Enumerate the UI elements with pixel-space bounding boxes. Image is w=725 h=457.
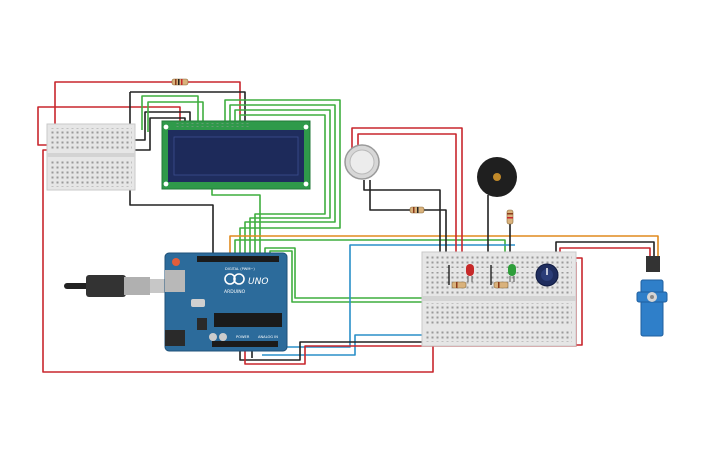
arduino-uno-board[interactable]: ARDUINO UNO DIGITAL (PWM~) POWER ANALOG … [164, 252, 288, 352]
wire-green-lcd-5 [234, 109, 331, 255]
wire-black-mini-2 [130, 111, 191, 141]
arduino-power-label: POWER [236, 335, 250, 339]
resistor-led-red[interactable] [451, 281, 467, 289]
wire-green-lcd-3 [224, 99, 341, 255]
wire-red-mini [37, 106, 181, 146]
arduino-analog-label: ANALOG IN [258, 335, 278, 339]
led-green[interactable] [508, 264, 516, 282]
wire-green-lcd-4 [229, 104, 336, 255]
wire-green-lcd-6 [239, 114, 326, 255]
arduino-digital-label: DIGITAL (PWM~) [225, 267, 255, 271]
wire-black-sensor-2 [369, 180, 410, 211]
wire-green-lcd-2 [147, 101, 204, 132]
breadboard-jumpers [448, 265, 492, 285]
arduino-brand-label: ARDUINO [224, 289, 246, 295]
wire-black-sensor-3 [424, 209, 447, 265]
wires [37, 81, 659, 373]
potentiometer-icon[interactable] [535, 263, 559, 287]
wire-red-left-loop [42, 149, 434, 373]
servo-motor-icon[interactable] [636, 256, 668, 337]
lcd-display[interactable] [161, 120, 311, 190]
resistor-buzzer[interactable] [506, 209, 514, 225]
resistor-sensor[interactable] [409, 206, 425, 214]
arduino-model-label: UNO [248, 277, 268, 287]
usb-cable-icon [64, 275, 168, 297]
mini-breadboard[interactable] [46, 123, 136, 191]
wire-red-top [54, 81, 172, 140]
wire-red-sensor [351, 127, 463, 265]
resistor-led-green[interactable] [493, 281, 509, 289]
wire-green-lcd-1 [141, 95, 199, 130]
resistor-top[interactable] [171, 78, 189, 86]
wire-black-sensor [363, 180, 441, 265]
wire-orange-servo [229, 235, 659, 258]
wire-red-top-right [188, 81, 241, 126]
gas-sensor-icon[interactable] [344, 144, 380, 180]
piezo-buzzer-icon[interactable] [477, 157, 517, 197]
led-red[interactable] [466, 264, 474, 282]
wire-blue [258, 244, 515, 348]
